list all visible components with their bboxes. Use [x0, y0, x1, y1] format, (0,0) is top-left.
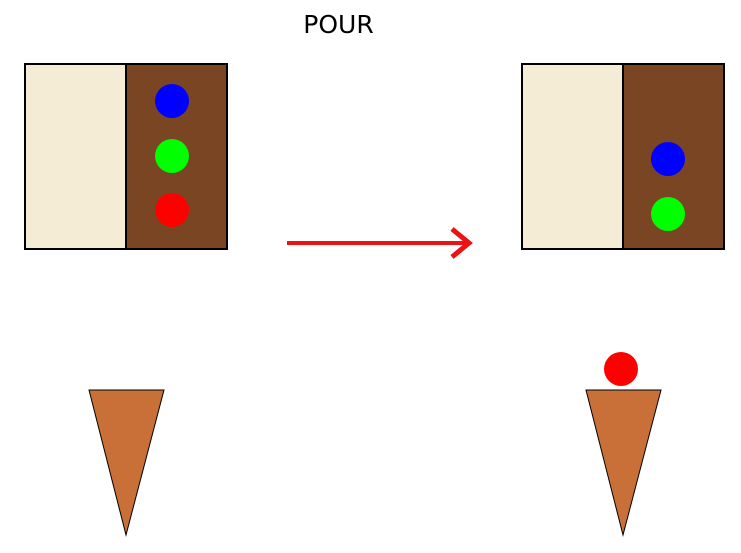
after-scoop-green: [651, 197, 685, 231]
before-scoop-blue: [155, 84, 189, 118]
after-freezer-door: [521, 63, 624, 250]
after-cone: [585, 352, 662, 537]
before-cone-shape: [88, 389, 165, 537]
before-scoop-red: [155, 193, 189, 227]
action-title: POUR: [303, 10, 374, 39]
after-scoop-blue: [651, 142, 685, 176]
after-freezer: [521, 63, 725, 250]
before-freezer-door: [24, 63, 127, 250]
after-cone-shape: [585, 389, 662, 537]
before-cone: [88, 389, 165, 537]
before-scoop-green: [155, 139, 189, 173]
after-cone-scoop-red: [604, 352, 638, 386]
before-freezer: [24, 63, 228, 250]
transition-arrow: [287, 227, 473, 259]
